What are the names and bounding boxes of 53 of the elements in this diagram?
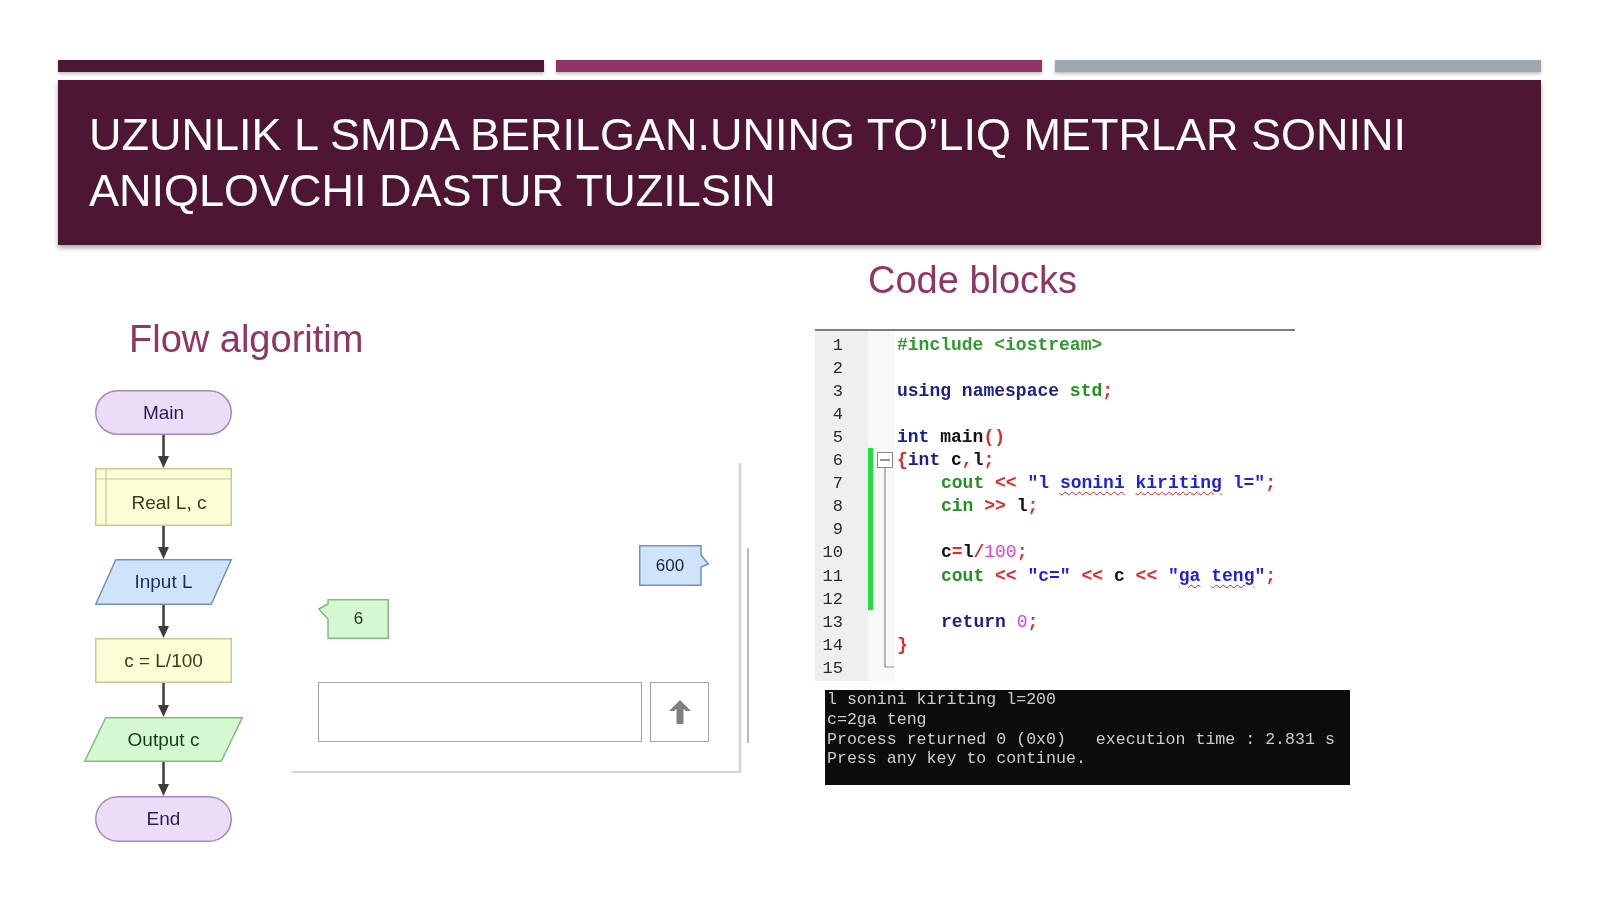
line-number: 7 — [831, 473, 843, 496]
line-number: 4 — [831, 403, 843, 426]
arrow — [158, 605, 169, 638]
declare-box — [95, 468, 232, 526]
code-line: {int c,l; — [897, 449, 995, 472]
arrow — [158, 683, 169, 717]
line-number: 5 — [831, 426, 843, 449]
flowchart-label: End — [146, 808, 181, 830]
speech-bubble — [639, 545, 709, 586]
flowchart-label: Real L, c — [131, 491, 207, 514]
code-line: using namespace std; — [897, 379, 1114, 403]
console-line: c=2ga teng — [827, 709, 927, 730]
flowchart-label: Main — [142, 401, 185, 424]
line-number: 2 — [831, 357, 843, 380]
line-number: 14 — [821, 634, 843, 657]
bubble-text: 6 — [353, 608, 364, 630]
code-line: #include <iostream> — [897, 333, 1103, 357]
code-line: cin >> l; — [941, 495, 1039, 519]
process-box — [95, 638, 232, 683]
line-number: 11 — [821, 565, 843, 588]
line-number: 12 — [821, 588, 843, 611]
flowchart-label: c = L/100 — [124, 649, 203, 672]
code-line: cout << "l sonini kiriting l="; — [941, 472, 1276, 496]
terminal-shape — [95, 796, 232, 842]
line-number: 6 — [831, 450, 843, 472]
output-parallelogram — [84, 717, 243, 762]
code-line: return 0; — [941, 610, 1039, 634]
section-heading: Flow algoritim — [129, 317, 364, 362]
section-heading: Code blocks — [868, 258, 1078, 303]
input-parallelogram — [95, 559, 232, 605]
line-number: 13 — [821, 611, 843, 634]
line-number: 15 — [821, 657, 843, 680]
bubble-text: 600 — [655, 554, 685, 577]
line-number: 8 — [831, 496, 843, 519]
code-line: } — [897, 633, 908, 657]
flowchart-label: Input L — [134, 571, 193, 593]
console-line: l sonini kiriting l=200 — [827, 690, 1057, 710]
code-line: int main() — [897, 425, 1006, 449]
slide-title: UZUNLIK L SMDA BERILGAN.UNING TO’LIQ METRLAR SONINI ANIQLOVCHI DASTUR TUZILSIN — [89, 108, 1407, 218]
speech-bubble — [318, 599, 389, 639]
terminal-shape — [95, 390, 232, 435]
line-number: 1 — [831, 334, 843, 357]
arrow — [158, 435, 169, 468]
arrow — [158, 762, 169, 796]
console-line: Process returned 0 (0x0) execution time : 2.831 s — [827, 729, 1335, 750]
line-number: 9 — [831, 519, 843, 542]
arrow — [158, 526, 169, 559]
flowchart-label: Output c — [127, 728, 200, 751]
line-number: 10 — [821, 542, 843, 565]
console-line: Press any key to continue. — [827, 749, 1086, 770]
code-line: cout << "c=" << c << "ga teng"; — [941, 564, 1277, 588]
line-number: 3 — [831, 380, 843, 403]
code-line: c=l/100; — [941, 541, 1028, 565]
